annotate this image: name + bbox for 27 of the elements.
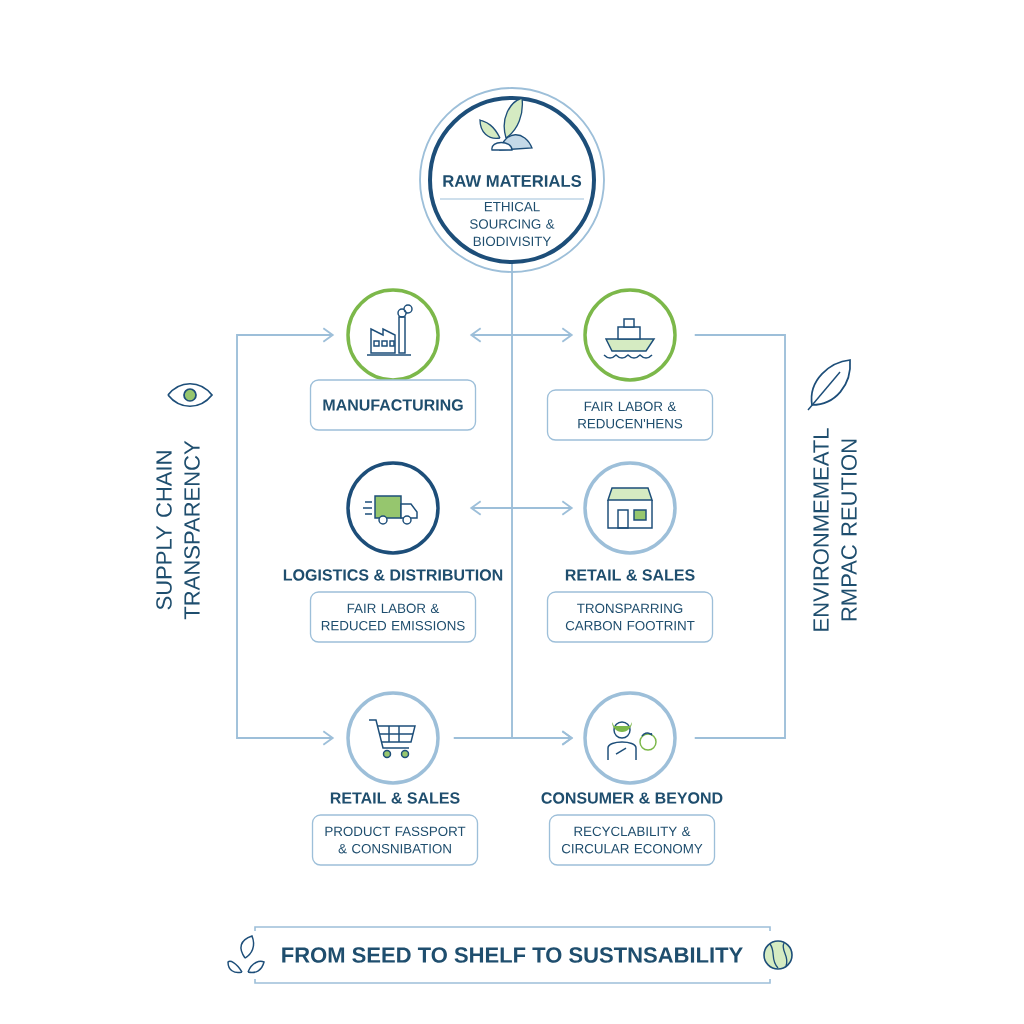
stage-circle	[346, 288, 440, 382]
stage-title: RETAIL & SALES	[565, 569, 695, 581]
stage-box: MANUFACTURING	[309, 379, 477, 431]
stage-box: RECYCLABILITY & CIRCULAR ECONOMY	[548, 814, 716, 866]
side-label: ENVIRONMEMEATL RMPAC REUTION	[813, 428, 857, 631]
arrow	[236, 327, 335, 537]
arrow	[236, 535, 335, 746]
stage-circle	[583, 288, 677, 382]
stage-title: RETAIL & SALES	[330, 792, 460, 804]
stage-circle	[346, 461, 440, 555]
stage-box: PRODUCT FASSPORT & CONSNIBATION	[311, 814, 479, 866]
circle-title: RAW MATERIALS	[443, 175, 582, 187]
stage-title: CONSUMER & BEYOND	[541, 792, 723, 804]
raw-materials-circle	[419, 87, 605, 273]
stage-box: TRONSPARRING CARBON FOOTRINT	[546, 591, 714, 643]
banner: FROM SEED TO SHELF TO SUSTNSABILITY	[254, 926, 771, 984]
stage-title: LOGISTICS & DISTRIBUTION	[283, 569, 503, 581]
arrow	[469, 327, 574, 343]
stage-box: FAIR LABOR & REDUCEN'HENS	[546, 389, 714, 441]
side-label: SUPPLY CHAIN TRANSPARENCY	[156, 440, 200, 620]
stage-circle	[583, 461, 677, 555]
stage-circle	[583, 691, 677, 785]
arrow	[452, 730, 574, 746]
arrow	[469, 500, 574, 516]
stage-circle	[346, 691, 440, 785]
circle-subtitle: ETHICAL SOURCING & BIODIVISITY	[470, 201, 555, 247]
stage-box: FAIR LABOR & REDUCED EMISSIONS	[309, 591, 477, 643]
